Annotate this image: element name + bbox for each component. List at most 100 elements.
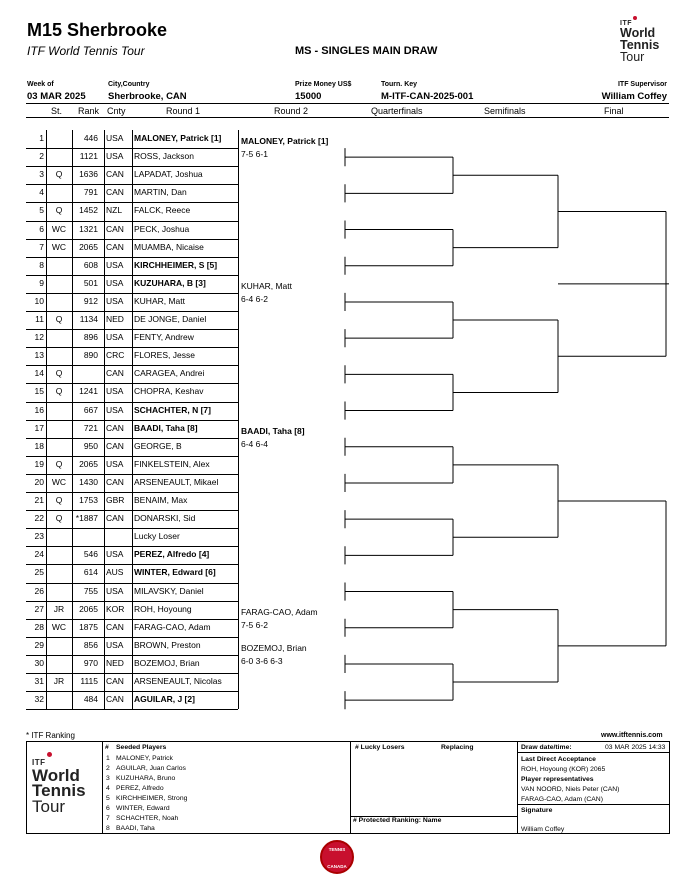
column-divider	[104, 130, 105, 710]
col-rank: Rank	[78, 106, 100, 116]
player-rank: 1753	[79, 495, 98, 505]
seed-status: Q	[55, 458, 63, 469]
player-rank: 1636	[79, 169, 98, 180]
player-country: NED	[106, 657, 124, 668]
player-name: AGUILAR, J [2]	[134, 694, 195, 705]
draw-position: 27	[34, 603, 44, 614]
draw-position: 29	[34, 639, 44, 650]
player-name: PECK, Joshua	[134, 223, 190, 234]
player-name: BROWN, Preston	[134, 639, 201, 650]
player-rank: 501	[83, 277, 98, 288]
player-name: MUAMBA, Nicaise	[134, 241, 204, 252]
city-label: City,Country	[108, 81, 150, 88]
player-rank: 614	[83, 567, 98, 578]
player-rep-1: VAN NOORD, Niels Peter (CAN)	[521, 786, 620, 793]
seed-status: Q	[55, 386, 63, 397]
draw-position: 17	[34, 422, 44, 433]
player-name: DE JONGE, Daniel	[134, 314, 207, 324]
draw-position: 31	[34, 676, 44, 686]
round2-winner: MALONEY, Patrick [1]	[241, 136, 329, 147]
player-name: BOZEMOJ, Brian	[134, 657, 200, 668]
player-name: LAPADAT, Joshua	[134, 169, 203, 180]
col-seed-status: St.	[51, 106, 63, 116]
prize-label: Prize Money US$	[295, 81, 352, 88]
player-rep-2: FARAG-CAO, Adam (CAN)	[521, 796, 603, 803]
player-country: USA	[106, 639, 124, 650]
player-name: ROH, Hoyoung	[134, 603, 192, 614]
week-label: Week of	[27, 81, 54, 88]
player-rank: *1887	[75, 513, 98, 524]
draw-position: 18	[34, 440, 44, 451]
player-rank: 667	[83, 404, 98, 415]
player-name: BENAIM, Max	[134, 495, 188, 505]
player-country: CAN	[106, 223, 124, 234]
col-semifinals: Semifinals	[484, 106, 526, 116]
seed-number: 4	[106, 785, 110, 792]
draw-position: 5	[39, 205, 44, 216]
player-name: KUHAR, Matt	[134, 295, 186, 306]
player-country: USA	[106, 332, 124, 343]
seed-status: Q	[55, 513, 63, 524]
player-rank: 2065	[79, 241, 98, 252]
player-country: NED	[106, 314, 124, 324]
player-reps-label: Player representatives	[521, 776, 594, 783]
player-country: USA	[106, 259, 124, 270]
draw-position: 30	[34, 657, 44, 668]
seed-number: 1	[106, 755, 110, 762]
itf-website-link[interactable]: www.itftennis.com	[601, 732, 663, 739]
seed-player-name: MALONEY, Patrick	[116, 755, 173, 762]
header-divider	[26, 117, 669, 118]
info-divider	[26, 103, 669, 104]
player-rank: 446	[83, 133, 98, 143]
seed-player-name: WINTER, Edward	[116, 805, 170, 812]
round2-winner: BAADI, Taha [8]	[241, 425, 305, 436]
player-country: CAN	[106, 241, 124, 252]
player-country: NZL	[106, 205, 123, 216]
player-rank: 755	[83, 585, 98, 596]
draw-position: 4	[39, 187, 44, 198]
supervisor-label: ITF Supervisor	[617, 81, 667, 88]
player-name: MARTIN, Dan	[134, 187, 187, 198]
protected-ranking-title: # Protected Ranking: Name	[353, 817, 442, 824]
draw-position: 2	[39, 151, 44, 162]
draw-position: 22	[34, 513, 44, 524]
draw-position: 7	[39, 241, 44, 252]
player-rank: 1452	[79, 205, 98, 216]
tennis-canada-logo: TENNIS CANADA	[320, 840, 354, 874]
player-name: GEORGE, B	[134, 440, 182, 451]
tour-subtitle: ITF World Tennis Tour	[27, 44, 145, 58]
draw-position: 16	[34, 404, 44, 415]
player-rank: 890	[83, 350, 98, 361]
seed-player-name: AGUILAR, Juan Carlos	[116, 765, 186, 772]
player-name: ROSS, Jackson	[134, 151, 194, 162]
round2-winner: FARAG-CAO, Adam	[241, 606, 318, 617]
player-country: CAN	[106, 513, 124, 524]
player-country: USA	[106, 585, 124, 596]
draw-position: 24	[34, 549, 44, 560]
player-name: ARSENEAULT, Mikael	[134, 476, 219, 487]
player-country: AUS	[106, 567, 124, 578]
seed-status: WC	[51, 476, 67, 487]
seed-status: Q	[55, 368, 63, 379]
player-country: CAN	[106, 694, 124, 705]
col-final: Final	[604, 106, 624, 116]
draw-position: 20	[34, 476, 44, 487]
player-name: Lucky Loser	[134, 531, 180, 542]
seed-number: 8	[106, 825, 110, 832]
tourn-key-value: M-ITF-CAN-2025-001	[381, 91, 474, 102]
col-quarterfinals: Quarterfinals	[371, 106, 423, 116]
draw-position: 3	[39, 169, 44, 180]
col-round-1: Round 1	[166, 106, 201, 116]
seeded-hash: #	[105, 744, 109, 751]
round2-score: 6-4 6-2	[241, 293, 268, 304]
player-name: FENTY, Andrew	[134, 332, 194, 343]
player-name: BAADI, Taha [8]	[134, 422, 198, 433]
seed-player-name: SCHACHTER, Noah	[116, 815, 179, 822]
draw-date-label: Draw date/time:	[521, 744, 572, 751]
draw-position: 25	[34, 567, 44, 578]
draw-date-value: 03 MAR 2025 14:33	[605, 744, 666, 751]
draw-position: 21	[34, 495, 44, 505]
seed-status: JR	[53, 603, 65, 614]
prize-value: 15000	[295, 91, 322, 102]
player-rank: 1241	[79, 386, 98, 397]
